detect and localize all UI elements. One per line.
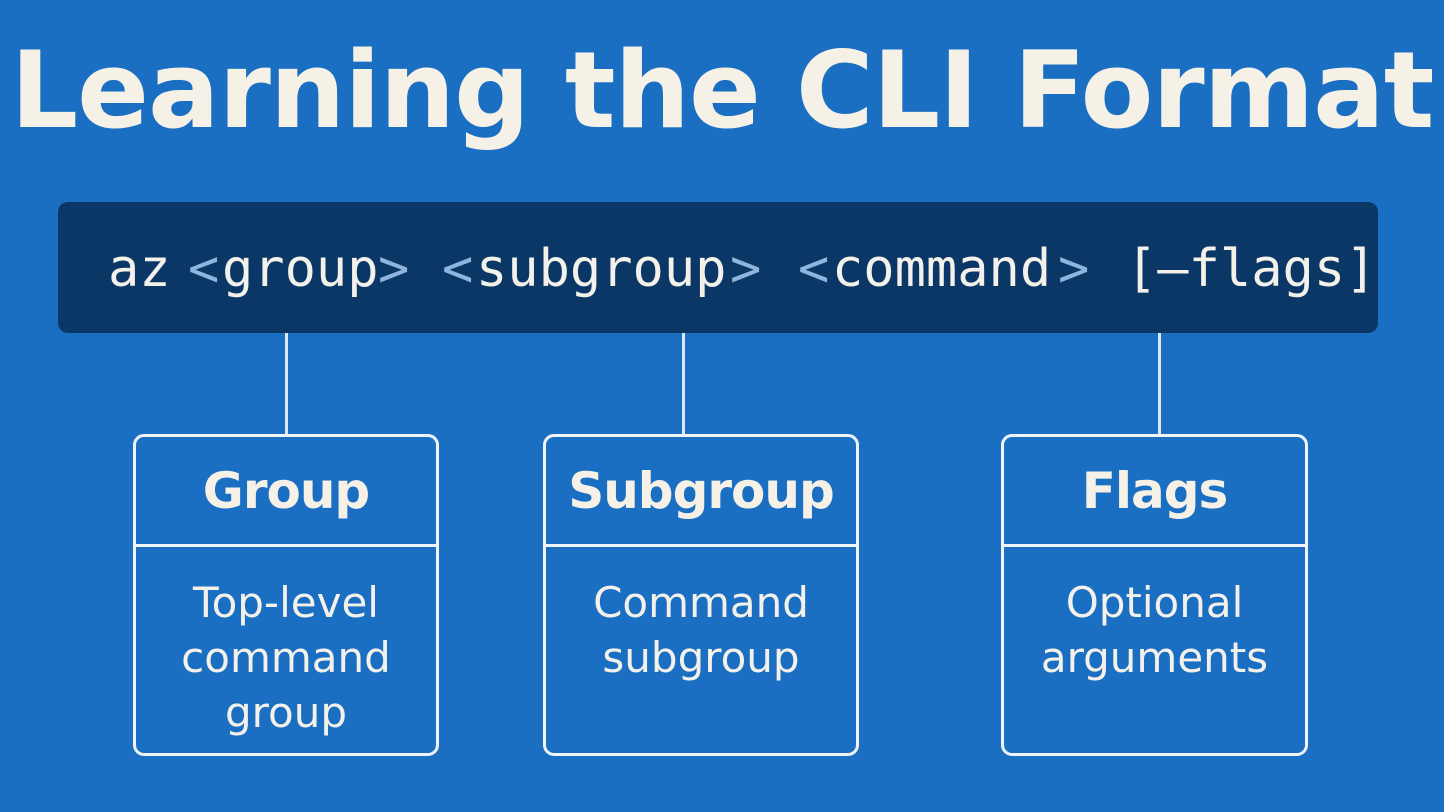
command-prefix-az: az	[108, 239, 171, 299]
subgroup-connector-line	[682, 333, 685, 435]
subgroup-token: subgroup	[476, 239, 727, 299]
subgroup-card-description: Command subgroup	[546, 575, 856, 685]
flags-description-line: arguments	[1040, 633, 1269, 682]
page-title: Learning the CLI Format	[10, 29, 1435, 152]
flags-card-header: Flags	[1004, 437, 1305, 547]
group-card-title: Group	[202, 461, 370, 520]
flags-card-title: Flags	[1081, 461, 1229, 520]
flags-card: Flags Optional arguments	[1001, 434, 1308, 756]
subgroup-open-bracket: <	[442, 239, 474, 299]
command-close-bracket: >	[1058, 239, 1090, 299]
subgroup-card-header: Subgroup	[546, 437, 856, 547]
subgroup-description-line: subgroup	[602, 633, 800, 682]
subgroup-description-line: Command	[593, 578, 809, 627]
subgroup-card-title: Subgroup	[568, 461, 835, 520]
flags-description-line: Optional	[1065, 578, 1244, 627]
subgroup-close-bracket: >	[730, 239, 762, 299]
group-card: Group Top-level command group	[133, 434, 439, 756]
group-open-bracket: <	[188, 239, 220, 299]
group-card-header: Group	[136, 437, 436, 547]
subgroup-card: Subgroup Command subgroup	[543, 434, 859, 756]
group-description-line: group	[225, 688, 347, 737]
group-close-bracket: >	[378, 239, 410, 299]
group-card-description: Top-level command group	[136, 575, 436, 740]
group-connector-line	[285, 333, 288, 435]
command-token: command	[832, 239, 1052, 299]
command-syntax-bar: az < group > < subgroup > < command > [–…	[58, 202, 1378, 333]
flags-token: [–flags]	[1126, 239, 1377, 299]
command-open-bracket: <	[798, 239, 830, 299]
flags-card-description: Optional arguments	[1004, 575, 1305, 685]
group-description-line: Top-level	[193, 578, 379, 627]
group-token: group	[222, 239, 379, 299]
flags-connector-line	[1158, 333, 1161, 435]
group-description-line: command	[181, 633, 391, 682]
